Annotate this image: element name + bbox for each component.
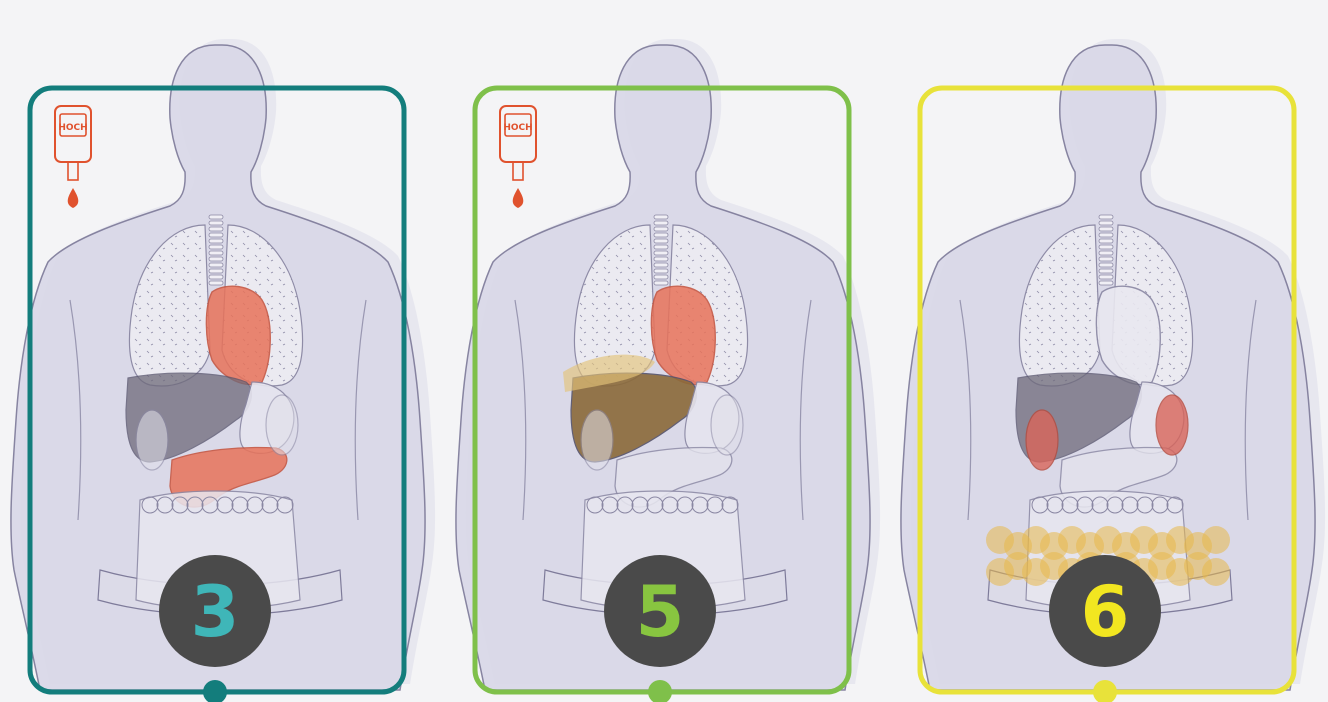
trachea-ring (654, 251, 668, 255)
trachea-ring (654, 215, 668, 219)
panel-3: 6 (901, 39, 1325, 702)
left-kidney (1026, 410, 1058, 470)
trachea-ring (209, 281, 223, 285)
trachea-ring (1099, 245, 1113, 249)
meter-label: HOCH (503, 123, 532, 133)
right-kidney (711, 395, 743, 455)
trachea-ring (654, 263, 668, 267)
trachea-ring (654, 257, 668, 261)
badge-number: 6 (1081, 571, 1130, 653)
trachea-ring (209, 251, 223, 255)
glucose-meter-icon: HOCH (500, 106, 536, 208)
badge-number: 5 (636, 571, 685, 653)
trachea-ring (1099, 233, 1113, 237)
trachea-ring (1099, 215, 1113, 219)
trachea-ring (1099, 251, 1113, 255)
trachea-ring (209, 263, 223, 267)
panel-1: HOCH 3 (11, 39, 435, 702)
left-kidney (136, 410, 168, 470)
trachea-ring (1099, 269, 1113, 273)
meter-strip (513, 162, 523, 180)
fat-globule (1202, 558, 1230, 586)
trachea-ring (209, 239, 223, 243)
trachea-ring (654, 227, 668, 231)
trachea-ring (654, 275, 668, 279)
trachea-ring (1099, 275, 1113, 279)
trachea-ring (209, 245, 223, 249)
fat-globule (1202, 526, 1230, 554)
trachea-ring (1099, 221, 1113, 225)
trachea-ring (654, 269, 668, 273)
trachea-ring (209, 257, 223, 261)
trachea-ring (1099, 257, 1113, 261)
trachea-ring (209, 233, 223, 237)
left-kidney (581, 410, 613, 470)
blood-drop-icon (513, 188, 524, 208)
trachea-ring (209, 215, 223, 219)
trachea-ring (654, 233, 668, 237)
meter-label: HOCH (58, 123, 87, 133)
trachea-ring (209, 221, 223, 225)
blood-drop-icon (68, 188, 79, 208)
trachea-ring (209, 227, 223, 231)
trachea-ring (1099, 239, 1113, 243)
badge-number: 3 (191, 571, 240, 653)
trachea-ring (1099, 263, 1113, 267)
meter-strip (68, 162, 78, 180)
trachea-ring (654, 281, 668, 285)
glucose-meter-icon: HOCH (55, 106, 91, 208)
trachea-ring (654, 245, 668, 249)
trachea-ring (654, 221, 668, 225)
trachea-ring (209, 269, 223, 273)
trachea-ring (209, 275, 223, 279)
right-kidney (1156, 395, 1188, 455)
panel-2: HOCH 5 (456, 39, 880, 702)
trachea-ring (654, 239, 668, 243)
right-kidney (266, 395, 298, 455)
trachea-ring (1099, 227, 1113, 231)
trachea-ring (1099, 281, 1113, 285)
